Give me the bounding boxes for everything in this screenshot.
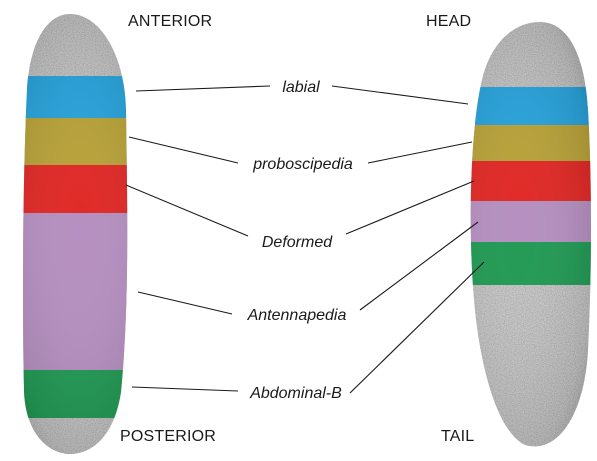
label-tail: TAIL: [441, 428, 474, 445]
leader-abdominal-b-left: [132, 387, 238, 391]
leader-proboscipedia-right: [368, 142, 472, 163]
label-anterior: ANTERIOR: [128, 13, 212, 30]
left-embryo: [0, 0, 160, 461]
leader-labial-right: [332, 86, 468, 104]
left-embryo-shading: [0, 0, 160, 461]
leader-antennapedia-left: [138, 292, 232, 314]
leader-abdominal-b-right: [350, 262, 484, 393]
leader-deformed-left: [126, 185, 248, 236]
gene-label-abdominal-b: Abdominal-B: [249, 385, 342, 402]
label-head: HEAD: [426, 13, 471, 30]
right-embryo-shading: [440, 0, 597, 461]
label-posterior: POSTERIOR: [120, 428, 216, 445]
gene-label-proboscipedia: proboscipedia: [252, 156, 353, 173]
gene-label-antennapedia: Antennapedia: [247, 307, 347, 324]
leader-antennapedia-right: [360, 222, 478, 310]
gene-label-labial: labial: [282, 79, 320, 96]
leader-labial-left: [136, 86, 270, 91]
gene-label-deformed: Deformed: [262, 234, 333, 251]
leader-proboscipedia-left: [129, 137, 238, 163]
right-embryo: [440, 0, 597, 461]
leader-deformed-right: [346, 181, 474, 234]
